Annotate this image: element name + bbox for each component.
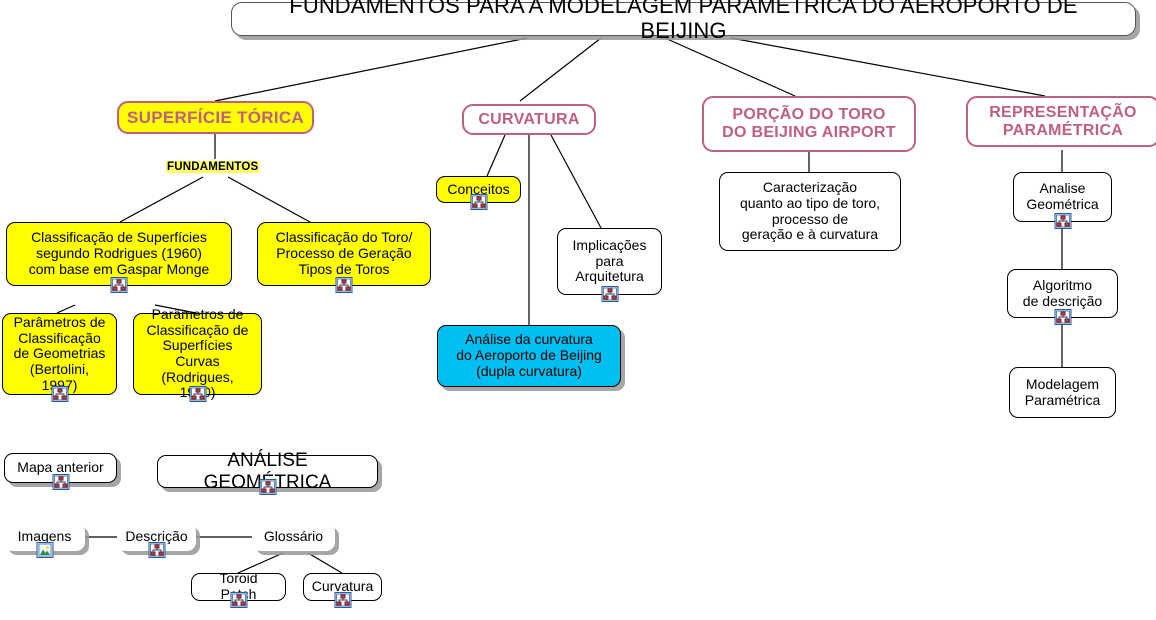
node-analise-geometrica[interactable]: Analise Geométrica: [1013, 172, 1112, 229]
node-algoritmo-descricao[interactable]: Algoritmo de descrição: [1007, 269, 1118, 325]
node-implicacoes-arquitetura[interactable]: Implicações para Arquitetura: [557, 228, 662, 302]
node-curvatura[interactable]: CURVATURA: [462, 104, 596, 135]
node-parametros-superficies-curvas[interactable]: Parâmetros de Classificação de Superfíci…: [133, 306, 262, 402]
node-label: CURVATURA: [478, 110, 580, 128]
nav-descricao[interactable]: Descrição: [117, 523, 196, 558]
concept-map-icon[interactable]: [52, 474, 69, 490]
concept-map-icon[interactable]: [230, 592, 247, 608]
node-label: Análise da curvatura do Aeroporto de Bei…: [456, 331, 602, 379]
concept-map-icon[interactable]: [335, 277, 353, 293]
node-label: Analise Geométrica: [1026, 180, 1099, 212]
node-label: Parâmetros de Classificação de Geometria…: [13, 313, 106, 393]
concept-map-icon[interactable]: [470, 194, 487, 210]
concept-map-icon[interactable]: [51, 386, 68, 402]
nav-analise-geometrica[interactable]: ANÁLISE GEOMÉTRICA: [157, 450, 378, 495]
node-porcao-do-toro[interactable]: PORÇÃO DO TORO DO BEIJING AIRPORT: [702, 96, 916, 152]
node-label: PORÇÃO DO TORO DO BEIJING AIRPORT: [722, 106, 896, 141]
concept-map-icon[interactable]: [334, 592, 351, 608]
node-label: Implicações para Arquitetura: [572, 236, 647, 285]
node-label: Mapa anterior: [17, 459, 104, 476]
nav-imagens[interactable]: Imagens: [4, 523, 85, 558]
concept-map-icon[interactable]: [601, 286, 618, 302]
node-label: REPRESENTAÇÃO PARAMÉTRICA: [989, 103, 1137, 139]
node-analise-curvatura-beijing[interactable]: Análise da curvatura do Aeroporto de Bei…: [437, 325, 621, 387]
concept-map-icon[interactable]: [110, 277, 128, 293]
nav-curvatura[interactable]: Curvatura: [303, 573, 382, 608]
node-label: Caracterização quanto ao tipo de toro, p…: [739, 179, 881, 243]
page-title-text: FUNDAMENTOS PARA A MODELAGEM PARAMÉTRICA…: [289, 0, 1078, 43]
node-parametros-geometrias[interactable]: Parâmetros de Classificação de Geometria…: [2, 313, 117, 402]
node-classificacao-toro[interactable]: Classificação do Toro/ Processo de Geraç…: [257, 222, 431, 293]
link-label-fundamentos: FUNDAMENTOS: [166, 161, 260, 173]
node-label: Conceitos: [447, 180, 510, 197]
image-icon[interactable]: [36, 542, 53, 558]
node-label: Curvatura: [311, 578, 374, 595]
nav-toroid-patch[interactable]: Toroid Patch: [191, 570, 286, 608]
concept-map-icon[interactable]: [1054, 309, 1071, 325]
node-label: Descrição: [125, 528, 188, 545]
concept-map-icon[interactable]: [1054, 213, 1071, 229]
node-classificacao-superficies[interactable]: Classificação de Superfícies segundo Rod…: [6, 222, 232, 293]
node-caracterizacao[interactable]: Caracterização quanto ao tipo de toro, p…: [719, 172, 901, 251]
node-label: Algoritmo de descrição: [1022, 276, 1103, 309]
node-label: Classificação do Toro/ Processo de Geraç…: [275, 229, 413, 277]
page-title: FUNDAMENTOS PARA A MODELAGEM PARAMÉTRICA…: [231, 0, 1136, 43]
concept-map-icon[interactable]: [148, 542, 165, 558]
node-superficie-torica[interactable]: SUPERFÍCIE TÓRICA: [117, 101, 314, 134]
concept-map-icon[interactable]: [259, 479, 276, 495]
node-modelagem-parametrica[interactable]: Modelagem Paramétrica: [1009, 367, 1116, 418]
nav-glossario[interactable]: Glossário: [252, 523, 335, 551]
nav-mapa-anterior[interactable]: Mapa anterior: [4, 453, 117, 490]
node-label: Imagens: [17, 528, 72, 545]
node-label: Modelagem Paramétrica: [1024, 375, 1101, 408]
node-conceitos[interactable]: Conceitos: [436, 176, 521, 210]
concept-map-icon[interactable]: [189, 386, 206, 402]
node-label: Parâmetros de Classificação de Superfíci…: [146, 305, 249, 400]
node-representacao-parametrica[interactable]: REPRESENTAÇÃO PARAMÉTRICA: [966, 96, 1156, 147]
node-label: Glossário: [263, 528, 324, 545]
node-label: Classificação de Superfícies segundo Rod…: [28, 229, 210, 277]
node-label: SUPERFÍCIE TÓRICA: [127, 107, 305, 127]
